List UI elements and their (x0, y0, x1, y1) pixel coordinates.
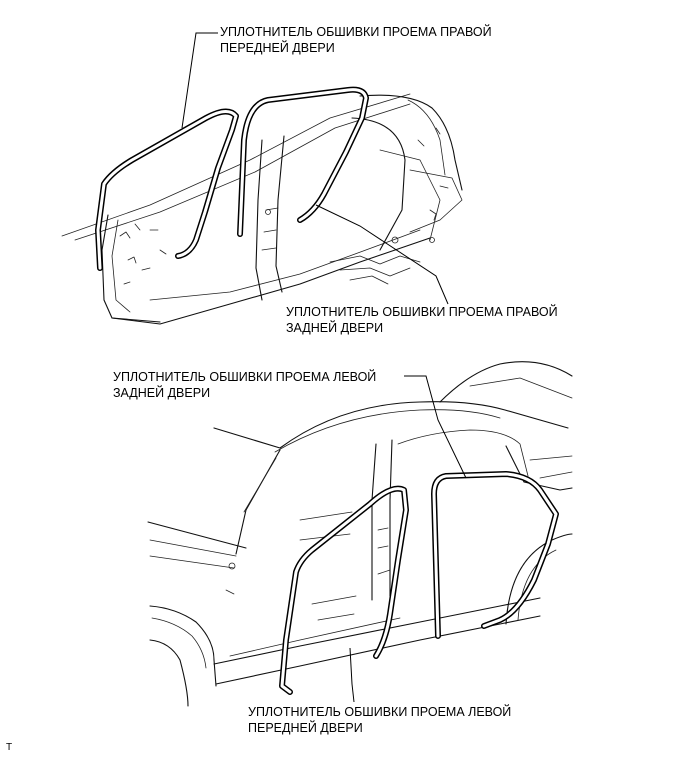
label-right-front-weatherstrip: УПЛОТНИТЕЛЬ ОБШИВКИ ПРОЕМА ПРАВОЙ ПЕРЕДН… (220, 25, 492, 55)
label-left-rear-weatherstrip: УПЛОТНИТЕЛЬ ОБШИВКИ ПРОЕМА ЛЕВОЙ ЗАДНЕЙ … (113, 370, 377, 400)
left-front-door-weatherstrip (279, 485, 409, 695)
right-front-door-weatherstrip (95, 108, 239, 271)
label-right-rear-weatherstrip: УПЛОТНИТЕЛЬ ОБШИВКИ ПРОЕМА ПРАВОЙ ЗАДНЕЙ… (286, 305, 558, 335)
left-side-car-body (147, 361, 573, 707)
leader-left-front (349, 647, 355, 703)
left-rear-door-weatherstrip (431, 471, 559, 639)
leader-right-rear (315, 204, 449, 305)
right-side-body-shell (61, 93, 463, 325)
leader-right-front (181, 32, 218, 129)
right-rear-door-weatherstrip (237, 86, 369, 237)
label-left-front-weatherstrip: УПЛОТНИТЕЛЬ ОБШИВКИ ПРОЕМА ЛЕВОЙ ПЕРЕДНЕ… (248, 705, 512, 735)
corner-mark: T (6, 742, 13, 753)
leader-left-rear (404, 375, 467, 479)
